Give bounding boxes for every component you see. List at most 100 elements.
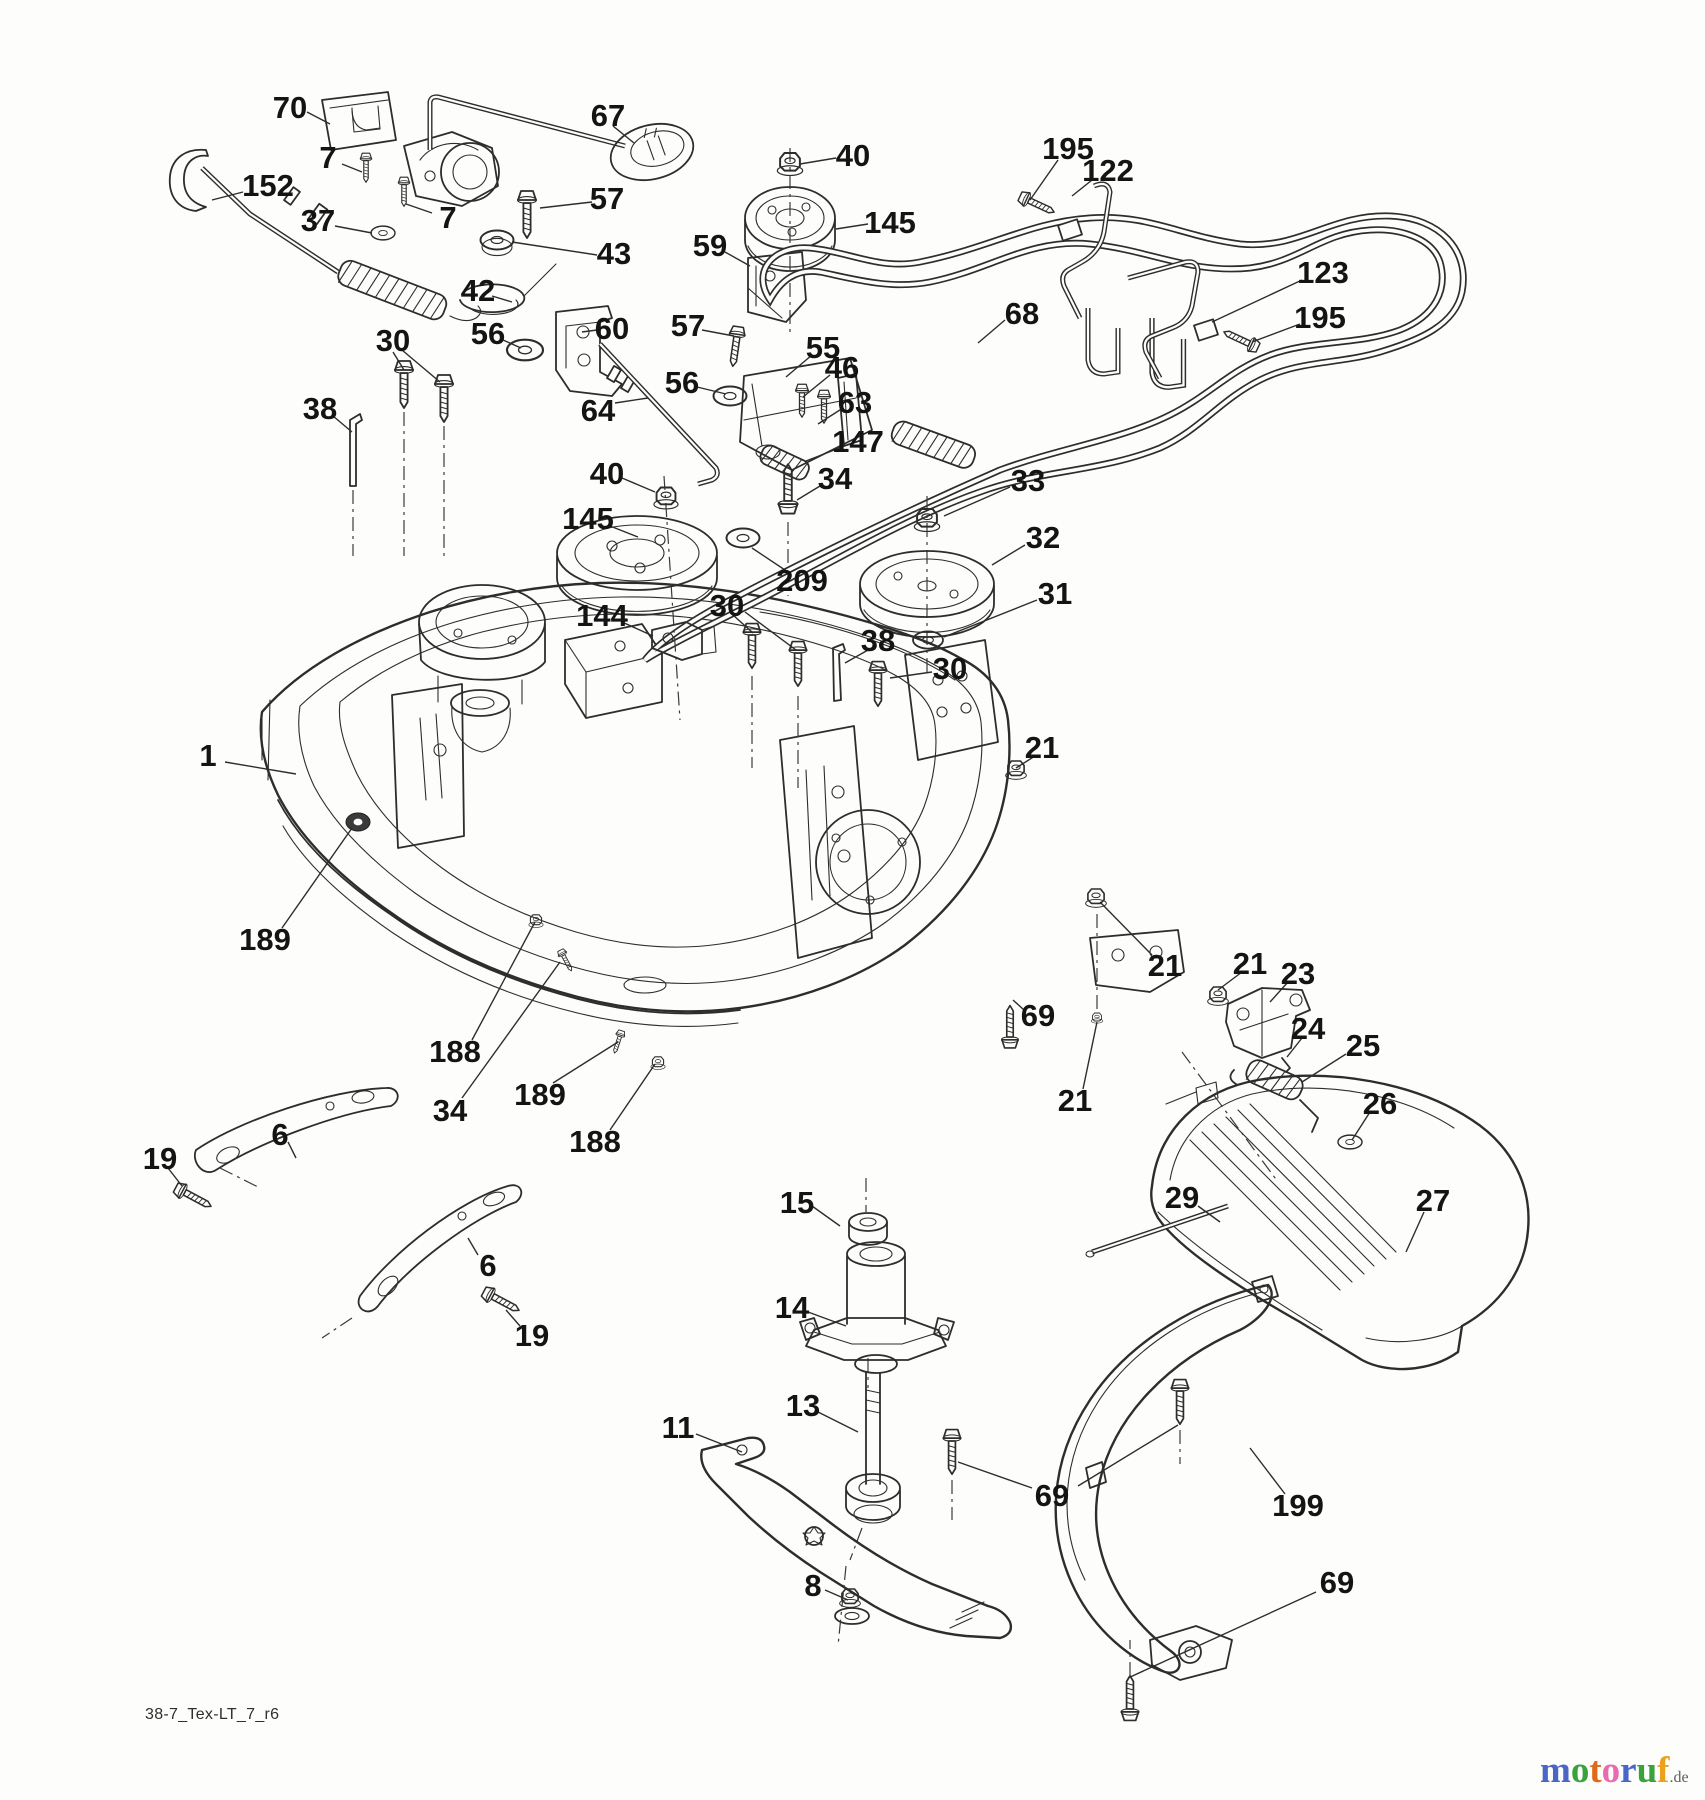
leader-line	[1217, 971, 1243, 991]
leader-line	[614, 397, 649, 404]
part-label-189: 189	[239, 922, 291, 957]
deck-center-bracket-plate	[779, 725, 873, 959]
leader-line	[724, 251, 751, 267]
leader-line	[785, 354, 813, 378]
part-label-188: 188	[429, 1034, 481, 1069]
part-label-30: 30	[933, 651, 967, 686]
part-label-21: 21	[1233, 946, 1267, 981]
leader-line	[612, 125, 635, 144]
leader-line	[581, 329, 598, 333]
part-label-56: 56	[471, 316, 505, 351]
part-label-69: 69	[1320, 1565, 1354, 1600]
leader-line	[505, 1309, 521, 1327]
part-label-34: 34	[433, 1093, 468, 1128]
part-label-145: 145	[864, 205, 916, 240]
deck-mandrel-cover	[418, 584, 546, 753]
watermark-letter: f	[1657, 1750, 1670, 1791]
leader-line	[943, 486, 1011, 517]
part-label-60: 60	[595, 311, 629, 346]
leader-line	[1249, 1447, 1286, 1495]
leader-line	[621, 621, 654, 637]
leader-line	[824, 1589, 849, 1601]
part-label-21: 21	[1148, 948, 1182, 983]
deck-discharge-opening	[759, 611, 956, 915]
leader-line	[811, 1205, 841, 1227]
part-label-7: 7	[319, 140, 336, 175]
leader-line	[844, 649, 869, 664]
leader-line	[991, 544, 1026, 566]
leader-line	[817, 407, 844, 425]
part-label-6: 6	[479, 1248, 496, 1283]
watermark-suffix: .de	[1669, 1769, 1689, 1786]
baffle-assembly	[942, 1275, 1279, 1722]
part-label-31: 31	[1038, 576, 1072, 611]
leader-line	[401, 349, 441, 383]
part-label-24: 24	[1291, 1011, 1326, 1046]
extension-spring	[890, 420, 977, 469]
discharge-chute-cover	[1150, 1074, 1530, 1371]
lift-spring	[337, 259, 448, 321]
part-label-37: 37	[301, 203, 335, 238]
deck-shell	[259, 581, 1185, 1071]
part-label-21: 21	[1058, 1083, 1092, 1118]
leader-line	[889, 671, 933, 679]
leader-line	[341, 163, 363, 173]
leader-line	[796, 485, 821, 501]
part-label-67: 67	[591, 98, 625, 133]
part-label-123: 123	[1297, 255, 1349, 290]
part-label-69: 69	[1021, 998, 1055, 1033]
deck-mounting-bolts	[349, 360, 1230, 1049]
part-label-195: 195	[1042, 131, 1094, 166]
document-code: 38-7_Tex-LT_7_r6	[145, 1706, 280, 1723]
leader-line	[224, 761, 297, 775]
leader-line	[807, 1311, 847, 1327]
leader-line	[802, 374, 831, 398]
part-label-13: 13	[786, 1388, 820, 1423]
leader-line	[334, 225, 373, 234]
mandrel-pulley-32	[859, 496, 995, 672]
deck-belt-guard-bracket	[564, 623, 663, 719]
part-label-42: 42	[461, 273, 495, 308]
leader-line	[609, 525, 639, 538]
leader-line	[695, 1433, 743, 1453]
leader-line	[696, 386, 727, 395]
leader-line	[1269, 981, 1289, 1003]
part-label-25: 25	[1346, 1028, 1380, 1063]
part-label-30: 30	[376, 323, 410, 358]
part-label-64: 64	[581, 393, 616, 428]
leader-line	[1301, 1053, 1347, 1083]
leader-line	[511, 241, 598, 256]
leader-line	[977, 319, 1006, 344]
part-label-26: 26	[1363, 1086, 1397, 1121]
leader-line	[467, 1237, 479, 1256]
leader-line	[1071, 179, 1093, 197]
leader-line	[805, 446, 843, 462]
leader-line	[502, 339, 522, 349]
leader-line	[167, 1167, 183, 1187]
watermark-letter: m	[1540, 1750, 1571, 1791]
part-label-188: 188	[569, 1124, 621, 1159]
part-label-6: 6	[271, 1117, 288, 1152]
part-label-56: 56	[665, 365, 699, 400]
leader-line	[1077, 1424, 1179, 1487]
leader-line	[461, 961, 561, 1099]
leader-line	[1286, 1037, 1303, 1058]
leader-line	[332, 415, 353, 433]
belt-guide-122	[1016, 181, 1113, 320]
idler-arm-assembly	[459, 190, 977, 596]
part-label-144: 144	[576, 598, 628, 633]
part-label-23: 23	[1281, 956, 1315, 991]
part-label-46: 46	[825, 350, 859, 385]
leader-line	[1099, 901, 1153, 956]
part-label-63: 63	[838, 385, 872, 420]
motoruf-watermark: motoruf.de	[1540, 1752, 1689, 1789]
leader-line	[1127, 1591, 1317, 1679]
leader-line	[609, 1063, 656, 1131]
part-label-30: 30	[710, 588, 744, 623]
part-label-32: 32	[1026, 520, 1060, 555]
leader-line	[539, 201, 593, 209]
part-label-68: 68	[1005, 296, 1039, 331]
